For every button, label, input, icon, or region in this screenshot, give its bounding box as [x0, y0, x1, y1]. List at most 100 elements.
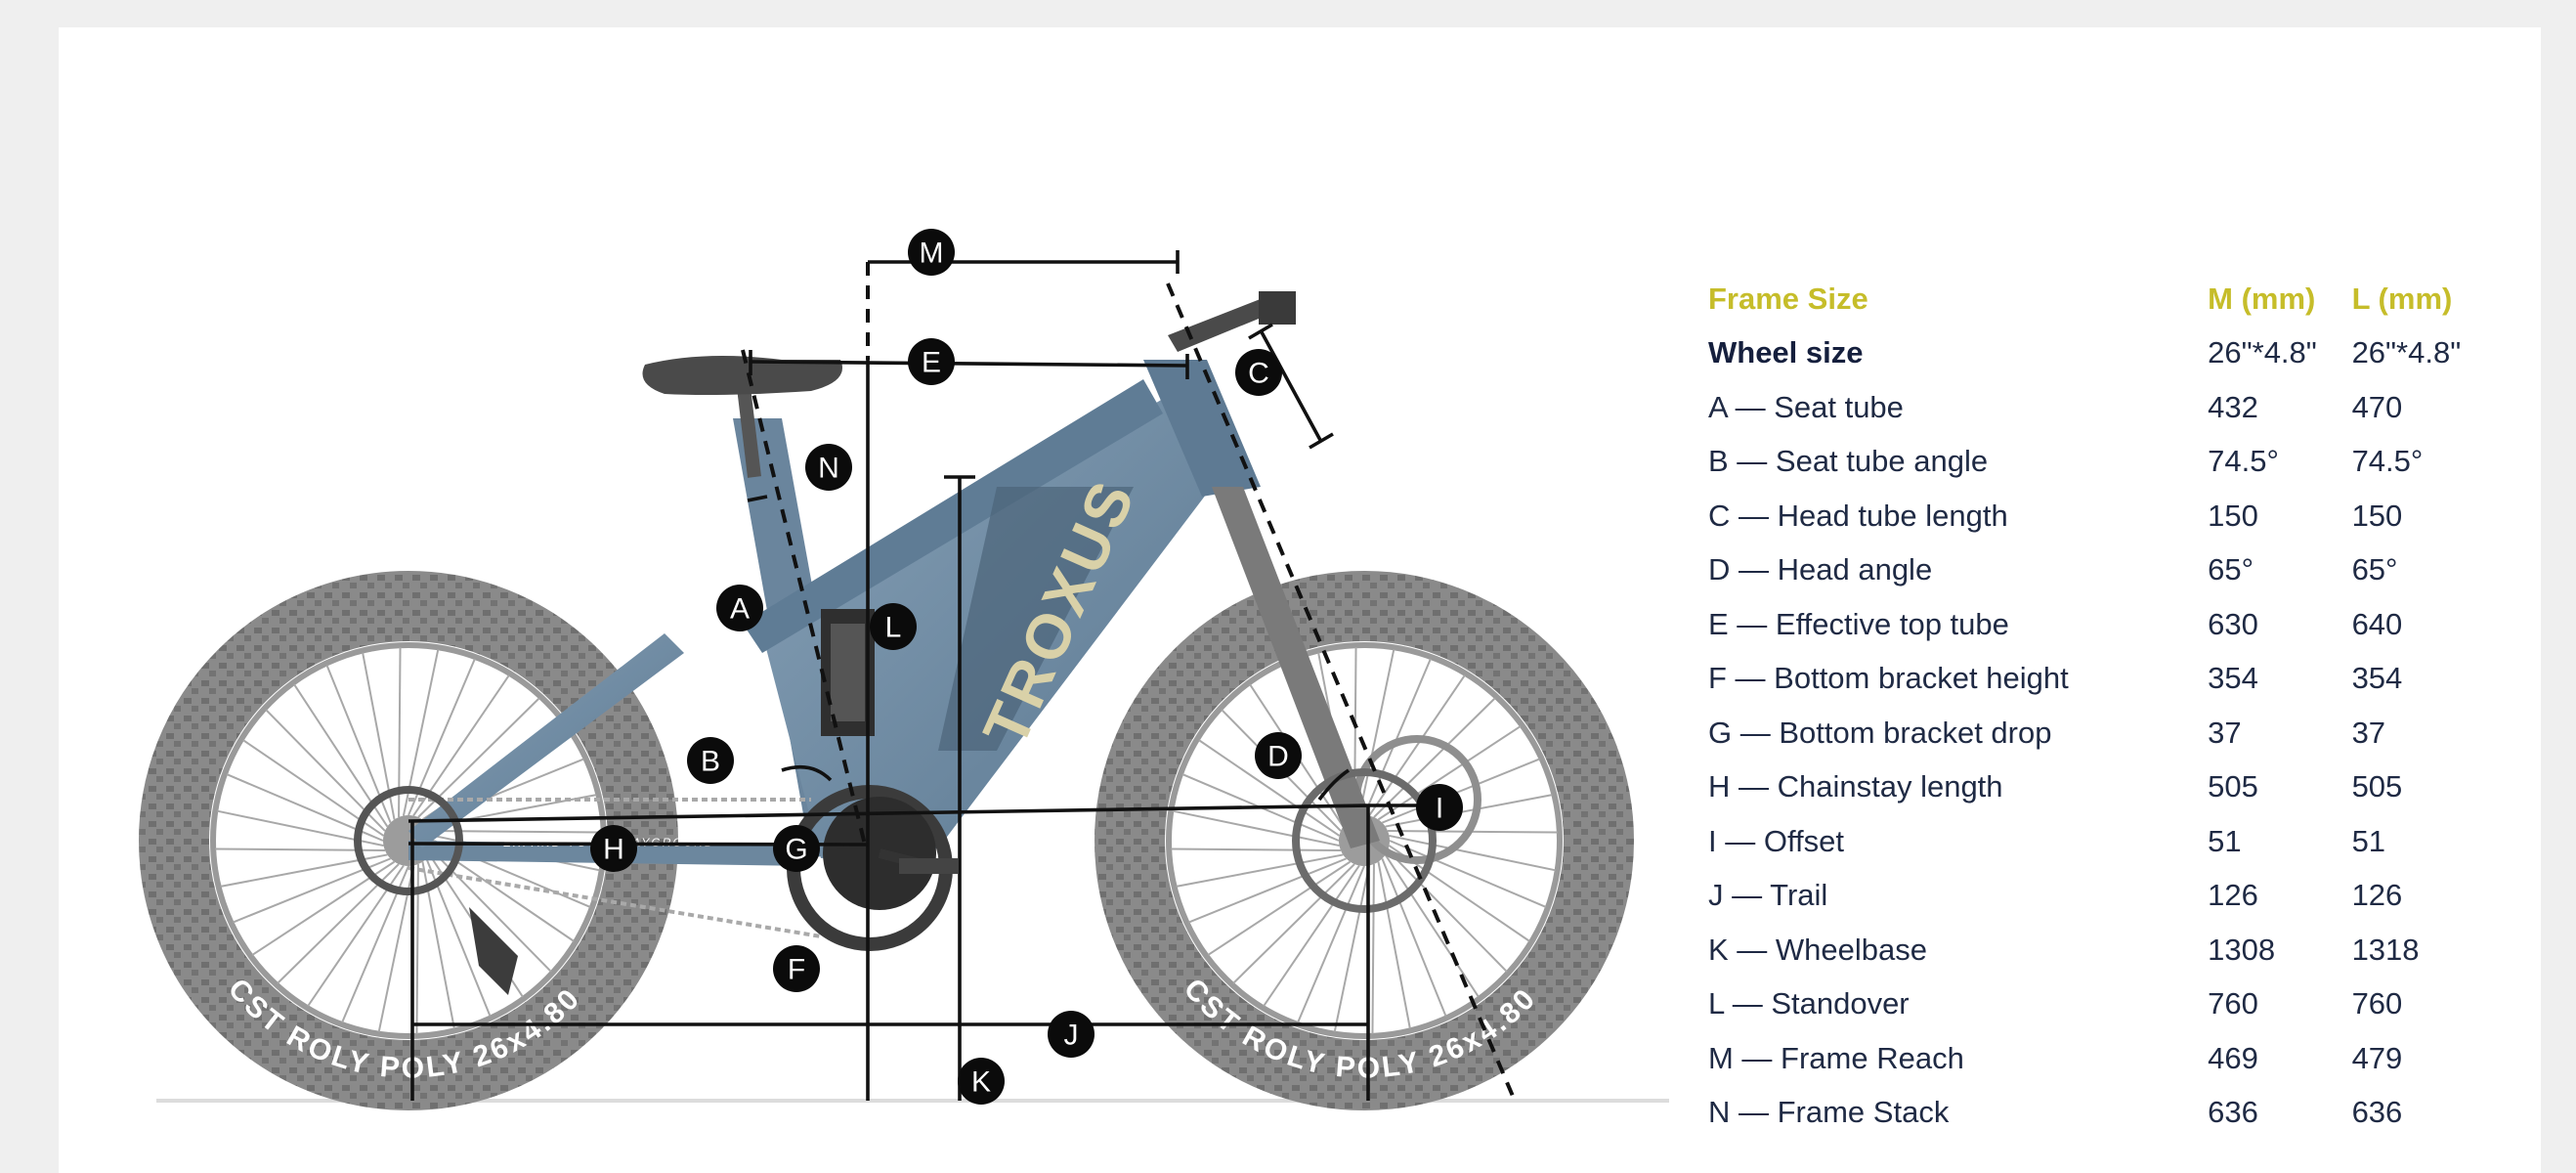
wheel-spoke [1232, 863, 1355, 984]
row-value-l: 640 [2351, 606, 2403, 641]
wheel-spoke [1297, 865, 1365, 1023]
row-value-m: 636 [2208, 1095, 2258, 1130]
table-row: D — Head angle 65° 65° [1708, 543, 2510, 598]
row-value-m: 51 [2208, 823, 2242, 858]
row-label: F — Bottom bracket height [1708, 661, 2069, 696]
svg-text:C: C [1248, 358, 1269, 390]
wheel-spoke [1387, 849, 1508, 973]
badge-k: K [958, 1058, 1005, 1105]
row-value-m: 65° [2208, 552, 2254, 587]
row-value-l: 1318 [2351, 932, 2420, 967]
badge-j: J [1048, 1011, 1095, 1058]
row-value-l: 26"*4.8" [2351, 335, 2462, 370]
badge-g: G [773, 825, 820, 872]
wheel-spoke [1368, 674, 1466, 817]
row-value-l: 505 [2351, 769, 2403, 804]
row-value-l: 354 [2351, 661, 2403, 696]
badge-e: E [908, 338, 955, 385]
row-value-l: 150 [2351, 498, 2403, 533]
row-value-l: 65° [2351, 552, 2398, 587]
svg-text:L: L [885, 612, 902, 644]
row-label: E — Effective top tube [1708, 606, 2009, 641]
dimension-badges: M E N C A L B D I H G F J K [590, 229, 1463, 1105]
bike-geometry-diagram: CST ROLY POLY 26x4.80 CST ROLY POLY 26x4… [139, 229, 1669, 1110]
badge-f: F [773, 945, 820, 992]
row-label: J — Trail [1708, 878, 1828, 913]
table-row: E — Effective top tube 630 640 [1708, 597, 2510, 652]
row-value-l: 470 [2351, 389, 2403, 424]
header-l: L (mm) [2351, 281, 2453, 316]
wheel-spoke [1373, 697, 1496, 818]
row-value-m: 74.5° [2208, 444, 2279, 479]
table-row: M — Frame Reach 469 479 [1708, 1031, 2510, 1086]
badge-l: L [870, 603, 917, 650]
wheel-spoke [1381, 858, 1447, 1017]
wheel-spoke [1176, 853, 1344, 888]
svg-text:G: G [785, 834, 807, 866]
wheel-spoke [1389, 840, 1547, 908]
svg-text:M: M [920, 238, 944, 270]
row-value-l: 636 [2351, 1095, 2403, 1130]
row-label: Wheel size [1708, 335, 1864, 370]
row-label: K — Wheelbase [1708, 932, 1927, 967]
wheel-spoke [1377, 861, 1411, 1029]
badge-d: D [1255, 732, 1302, 779]
svg-text:A: A [730, 593, 750, 626]
wheel-spoke [1171, 847, 1341, 851]
row-value-l: 37 [2351, 715, 2386, 750]
row-value-m: 505 [2208, 769, 2258, 804]
badge-n: N [805, 444, 852, 491]
row-value-m: 760 [2208, 986, 2258, 1021]
wheel-spoke [1173, 809, 1340, 847]
svg-text:K: K [971, 1066, 991, 1099]
svg-text:D: D [1267, 741, 1289, 773]
row-value-l: 479 [2351, 1040, 2403, 1075]
badge-i: I [1416, 784, 1463, 831]
svg-text:J: J [1064, 1020, 1079, 1052]
row-value-l: 760 [2351, 986, 2403, 1021]
row-value-m: 126 [2208, 878, 2258, 913]
svg-text:F: F [788, 954, 805, 986]
geometry-card: CST ROLY POLY 26x4.80 CST ROLY POLY 26x4… [59, 27, 2541, 1173]
row-label: B — Seat tube angle [1708, 444, 1989, 479]
header-m: M (mm) [2208, 281, 2316, 316]
row-label: M — Frame Reach [1708, 1040, 1964, 1075]
row-label: C — Head tube length [1708, 498, 2008, 533]
row-label: G — Bottom bracket drop [1708, 715, 2052, 750]
row-label: L — Standover [1708, 986, 1910, 1021]
row-value-m: 469 [2208, 1040, 2258, 1075]
row-value-m: 354 [2208, 661, 2258, 696]
svg-text:E: E [922, 347, 941, 379]
wheel-spoke [1389, 834, 1556, 872]
table-row: B — Seat tube angle 74.5° 74.5° [1708, 435, 2510, 490]
wheel-spoke [1357, 649, 1395, 816]
table-row: F — Bottom bracket height 354 354 [1708, 652, 2510, 707]
badge-h: H [590, 825, 637, 872]
table-row: N — Frame Stack 636 636 [1708, 1086, 2510, 1141]
wheel-spoke [1263, 864, 1360, 1007]
wheel-spoke [1207, 860, 1352, 956]
svg-text:B: B [701, 746, 720, 778]
table-row: C — Head tube length 150 150 [1708, 489, 2510, 543]
wheel-spoke [1363, 658, 1432, 816]
row-value-m: 630 [2208, 606, 2258, 641]
row-label: D — Head angle [1708, 552, 1933, 587]
badge-a: A [716, 585, 763, 631]
wheel-spoke [1384, 853, 1480, 998]
wheel-spoke [1382, 758, 1540, 824]
row-label: A — Seat tube [1708, 389, 1904, 424]
row-label: N — Frame Stack [1708, 1095, 1950, 1130]
row-value-m: 150 [2208, 498, 2258, 533]
svg-text:H: H [603, 834, 624, 866]
row-value-l: 74.5° [2351, 444, 2424, 479]
row-label: I — Offset [1708, 823, 1844, 858]
svg-text:N: N [818, 453, 839, 485]
table-row-wheel-size: Wheel size 26"*4.8" 26"*4.8" [1708, 326, 2510, 381]
row-value-m: 26"*4.8" [2208, 335, 2317, 370]
geometry-table: Frame Size M (mm) L (mm) Wheel size 26"*… [1708, 272, 2510, 1140]
wheel-spoke [1371, 864, 1375, 1034]
